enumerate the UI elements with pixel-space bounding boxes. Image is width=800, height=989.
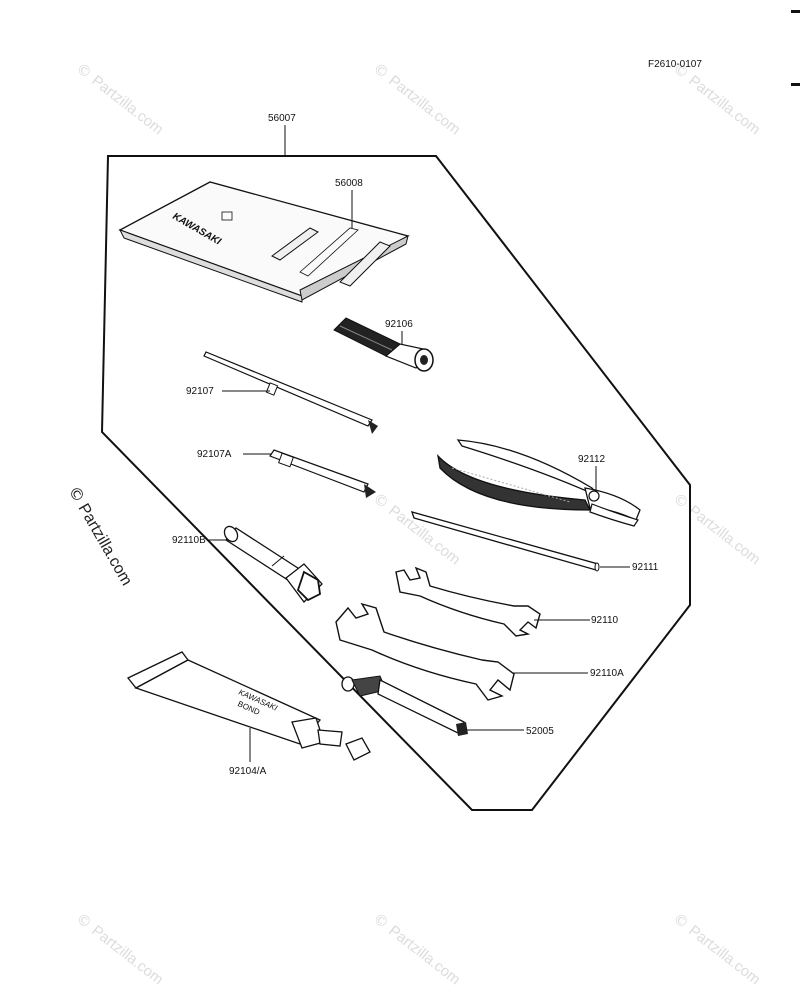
label-52005: 52005	[526, 726, 554, 737]
watermark-text-dark: Partzilla.com	[75, 501, 136, 589]
watermark-text: Partzilla.com	[88, 922, 166, 988]
label-92110B: 92110B	[172, 535, 206, 546]
screwdriver-blade	[203, 351, 378, 434]
plug-wrench	[223, 525, 323, 603]
watermark-symbol: ©	[370, 59, 393, 82]
kit-outline	[100, 155, 691, 811]
open-end-wrench	[395, 566, 541, 637]
watermark-symbol: ©	[73, 59, 96, 82]
watermark-symbol: ©	[670, 909, 693, 932]
pliers	[437, 439, 641, 527]
drawing-code: F2610-0107	[648, 59, 702, 70]
label-92104A: 92104/A	[229, 766, 267, 777]
watermark-text: Partzilla.com	[685, 502, 763, 568]
tommy-bar	[410, 511, 600, 572]
watermark-symbol: ©	[370, 909, 393, 932]
bond-tube: KAWASAKI BOND	[126, 651, 371, 761]
handle-cable	[341, 675, 468, 736]
watermark-text: Partzilla.com	[385, 502, 463, 568]
watermark-text: Partzilla.com	[88, 72, 166, 138]
watermark-text: Partzilla.com	[685, 72, 763, 138]
edge-mark	[791, 10, 800, 13]
label-56007: 56007	[268, 113, 296, 124]
watermark-text: Partzilla.com	[385, 922, 463, 988]
screwdriver-handle	[333, 317, 434, 372]
watermark-symbol: ©	[73, 909, 96, 932]
label-56008: 56008	[335, 178, 363, 189]
watermark-text: Partzilla.com	[385, 72, 463, 138]
large-open-end-wrench	[335, 602, 515, 701]
label-92106: 92106	[385, 319, 413, 330]
label-92110: 92110	[591, 615, 619, 626]
watermark-text: Partzilla.com	[685, 922, 763, 988]
label-92112: 92112	[578, 454, 606, 465]
edge-mark	[791, 83, 800, 86]
label-92107A: 92107A	[197, 449, 232, 460]
label-92110A: 92110A	[590, 668, 624, 679]
watermarks: © Partzilla.com © Partzilla.com © Partzi…	[65, 59, 764, 988]
tool-pouch: KAWASAKI	[118, 181, 410, 303]
label-92107: 92107	[186, 386, 214, 397]
screwdriver-bit	[269, 449, 376, 498]
label-92111: 92111	[632, 562, 659, 573]
